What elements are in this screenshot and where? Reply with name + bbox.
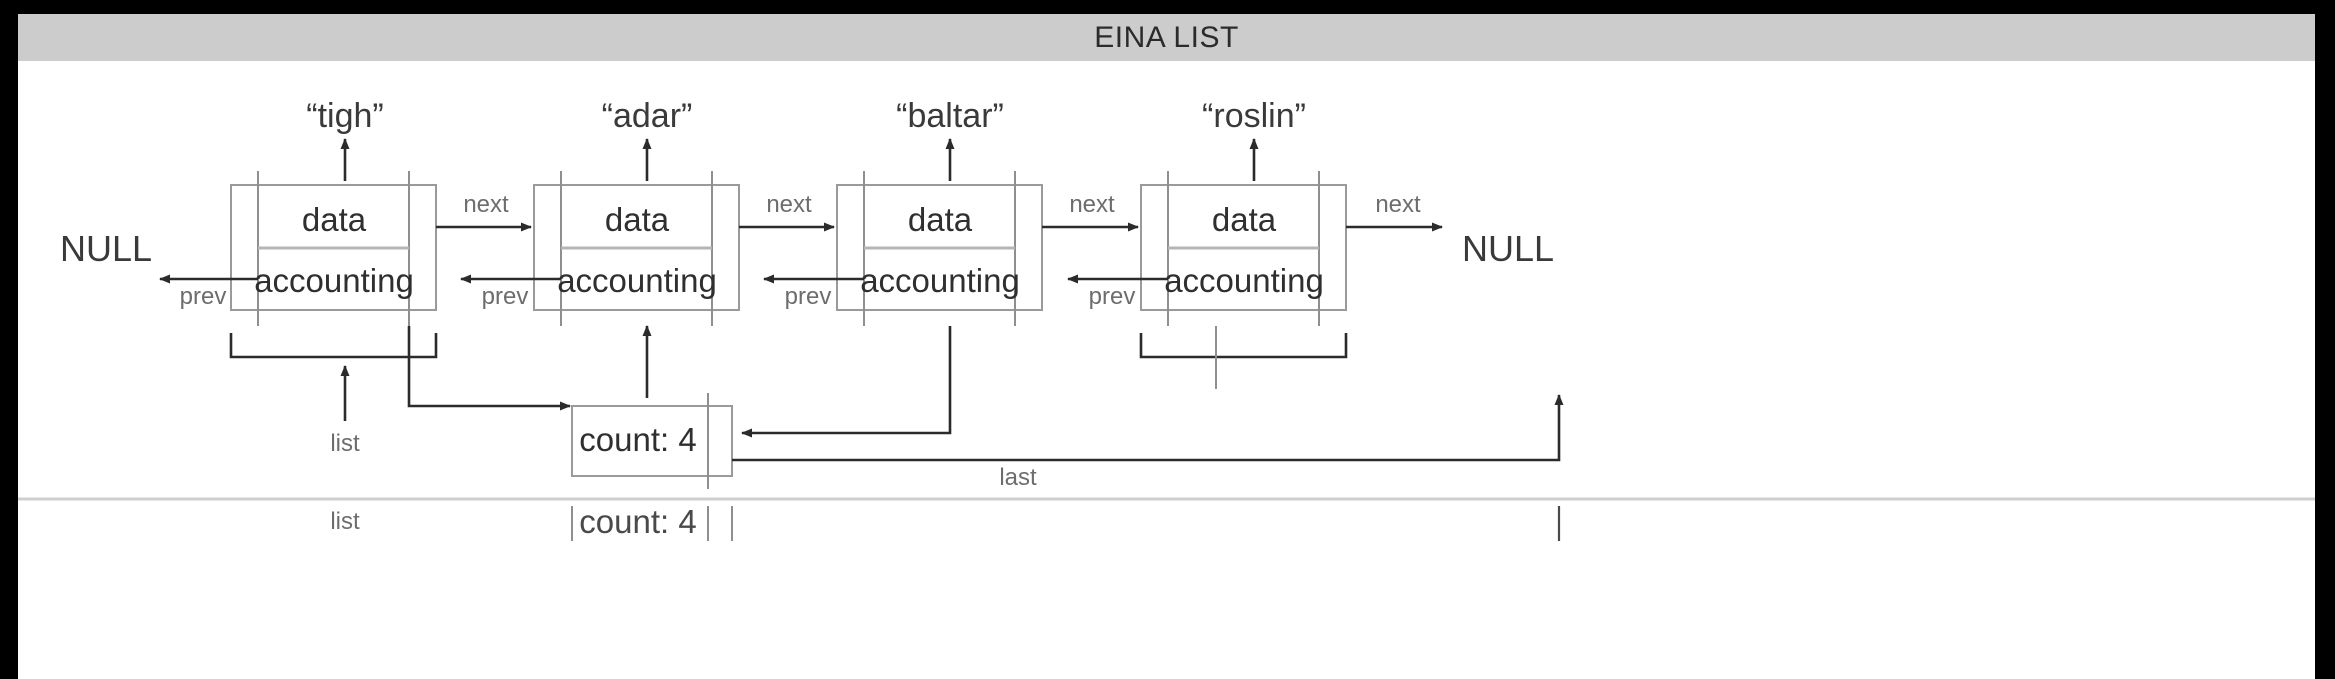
node-name-label-2: “adar” [602, 97, 693, 135]
node-data-cell-1: data [302, 201, 367, 238]
node-outer-box-2 [533, 184, 740, 311]
prev-label-2: prev [482, 283, 529, 310]
count-label: count: 4 [579, 421, 696, 458]
node-accounting-cell-1: accounting [254, 262, 414, 299]
next-label-3: next [1069, 191, 1115, 218]
prev-label-3: prev [785, 283, 832, 310]
eina-list-diagram: “tigh” data accounting “adar” [18, 97, 2315, 541]
ghost-list-label: list [330, 508, 360, 535]
last-brace-node4 [1139, 333, 1348, 359]
node-tigh[interactable]: “tigh” data accounting [230, 97, 437, 326]
next-label-2: next [766, 191, 812, 218]
count-box-outline [571, 405, 733, 477]
node-name-label-1: “tigh” [306, 97, 383, 135]
node-outer-box-4 [1140, 184, 1347, 311]
prev-label-4: prev [1089, 283, 1136, 310]
brace-path-node1 [229, 333, 438, 359]
node-adar[interactable]: “adar” data accounting [533, 97, 740, 326]
last-pointer-label: last [999, 464, 1037, 491]
node-baltar[interactable]: “baltar” data accounting [836, 97, 1043, 326]
node-roslin[interactable]: “roslin” data accounting [1140, 97, 1347, 326]
node-name-label-3: “baltar” [896, 97, 1004, 135]
brace-path-node4 [1139, 333, 1348, 359]
node-accounting-cell-3: accounting [860, 262, 1020, 299]
node-data-cell-2: data [605, 201, 670, 238]
next-label-4: next [1375, 191, 1421, 218]
ghost-count-label: count: 4 [579, 503, 696, 540]
node-data-cell-4: data [1212, 201, 1277, 238]
title-bar: EINA LIST [18, 14, 2315, 61]
list-to-count-connector [407, 326, 571, 411]
document-sheet: EINA LIST [18, 14, 2315, 679]
null-terminator-left: NULL [60, 228, 152, 269]
node3-to-count-connector [741, 326, 952, 438]
last-pointer-connector [732, 394, 1564, 462]
node-accounting-cell-2: accounting [557, 262, 717, 299]
accounting-count-box[interactable]: count: 4 [571, 393, 733, 489]
cutoff-ghost-row: list count: 4 [330, 503, 1561, 541]
node-outer-box-3 [836, 184, 1043, 311]
list-brace-node1 [229, 333, 438, 359]
node-name-label-4: “roslin” [1202, 97, 1306, 135]
null-terminator-right: NULL [1462, 228, 1554, 269]
node-data-cell-3: data [908, 201, 973, 238]
node-outer-box-1 [230, 184, 437, 311]
page-title: EINA LIST [1094, 20, 1239, 54]
list-pointer-label: list [330, 430, 360, 457]
node-accounting-cell-4: accounting [1164, 262, 1324, 299]
next-label-1: next [463, 191, 509, 218]
prev-label-1: prev [180, 283, 227, 310]
diagram-canvas: “tigh” data accounting “adar” [18, 61, 2315, 679]
